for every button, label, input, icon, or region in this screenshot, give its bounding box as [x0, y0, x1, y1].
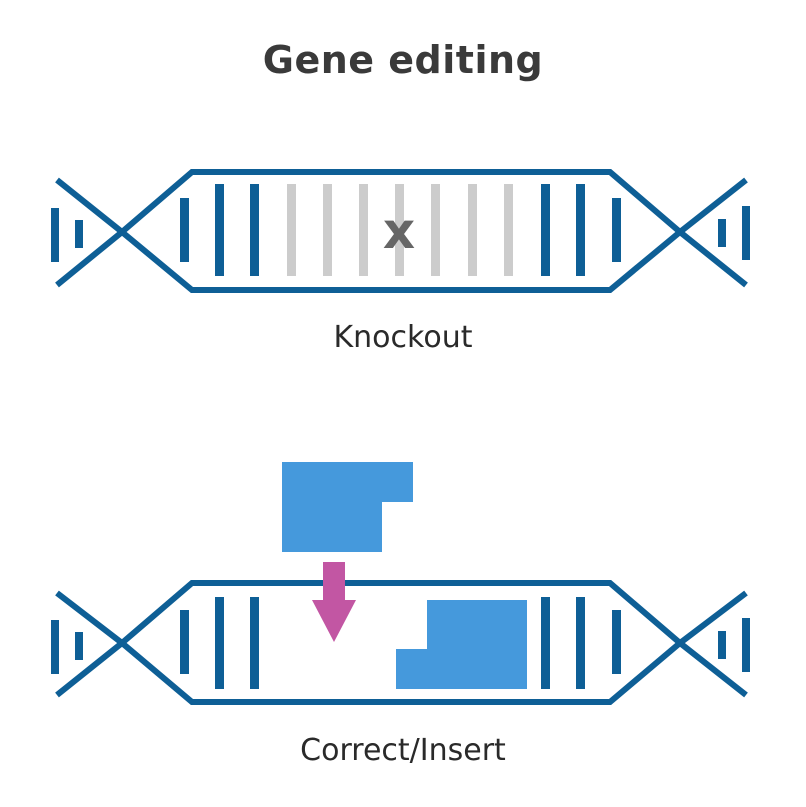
base-pair-bar	[51, 620, 59, 674]
knockout-dna: x	[51, 169, 750, 293]
base-pair-bar	[718, 219, 726, 247]
insert-active-bars	[180, 597, 621, 689]
insert-dna-strands	[55, 580, 748, 705]
knockout-dna-strands	[55, 169, 748, 293]
base-pair-bar	[541, 597, 550, 689]
base-pair-bar	[180, 610, 189, 674]
base-pair-bar	[250, 184, 259, 276]
disabled-base-pair-bar	[468, 184, 477, 276]
base-pair-bar	[576, 184, 585, 276]
disabled-base-pair-bar	[287, 184, 296, 276]
knockout-disabled-bars	[287, 184, 513, 276]
knockout-upper-strand	[55, 169, 748, 236]
insert-right-end-bars	[718, 618, 750, 672]
knockout-right-end-bars	[718, 206, 750, 260]
knockout-lower-strand	[55, 228, 748, 293]
correct-insert-label: Correct/Insert	[300, 733, 506, 768]
base-pair-bar	[75, 632, 83, 660]
disabled-base-pair-bar	[359, 184, 368, 276]
insert-upper-strand	[55, 580, 748, 647]
base-pair-bar	[742, 618, 750, 672]
insert-lower-strand	[55, 639, 748, 705]
base-pair-bar	[215, 184, 224, 276]
insert-dna	[51, 580, 750, 705]
disabled-base-pair-bar	[323, 184, 332, 276]
base-pair-bar	[51, 208, 59, 262]
base-pair-bar	[215, 597, 224, 689]
x-mark-icon: x	[383, 202, 415, 260]
down-arrow-icon	[312, 562, 356, 642]
knockout-left-end-bars	[51, 208, 83, 262]
base-pair-bar	[576, 597, 585, 689]
inserted-gene-block	[396, 600, 527, 689]
base-pair-bar	[612, 610, 621, 674]
disabled-base-pair-bar	[504, 184, 513, 276]
insert-left-end-bars	[51, 620, 83, 674]
knockout-label: Knockout	[333, 320, 473, 355]
base-pair-bar	[742, 206, 750, 260]
disabled-base-pair-bar	[395, 184, 404, 276]
gene-fragment-icon	[282, 462, 413, 552]
disabled-base-pair-bar	[431, 184, 440, 276]
base-pair-bar	[541, 184, 550, 276]
base-pair-bar	[718, 631, 726, 659]
base-pair-bar	[250, 597, 259, 689]
knockout-active-bars	[180, 184, 621, 276]
base-pair-bar	[612, 198, 621, 262]
base-pair-bar	[75, 220, 83, 248]
base-pair-bar	[180, 198, 189, 262]
diagram-title: Gene editing	[262, 38, 544, 82]
